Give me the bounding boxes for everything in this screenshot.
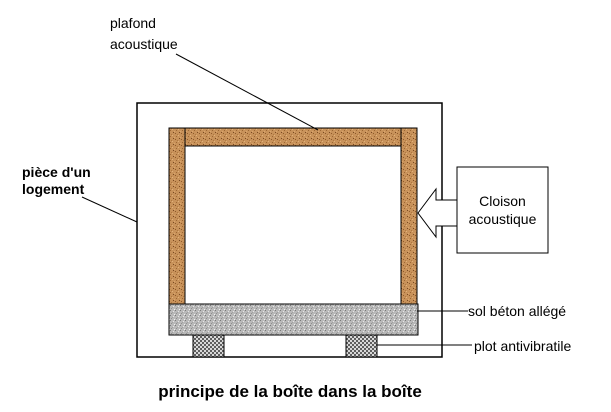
- plafond-label-line2: acoustique: [110, 36, 178, 52]
- plafond-leader-line: [175, 53, 319, 131]
- plot-label: plot antivibratile: [474, 338, 572, 354]
- piece-label-line2: logement: [22, 181, 85, 197]
- plafond-label-line1: plafond: [110, 15, 156, 31]
- piece-label-line1: pièce d'un: [22, 164, 91, 180]
- ceiling-panel: [168, 127, 418, 147]
- left-wall-panel: [168, 127, 186, 306]
- pad-left: [192, 334, 225, 358]
- cloison-label-line2: acoustique: [468, 211, 537, 227]
- piece-leader-line: [81, 196, 138, 223]
- inner-box-interior: [184, 145, 402, 306]
- pad-right: [345, 334, 378, 358]
- floor-slab: [168, 303, 419, 336]
- cloison-label-line1: Cloison: [479, 193, 526, 209]
- right-wall-panel: [400, 127, 418, 306]
- diagram-caption: principe de la boîte dans la boîte: [158, 382, 422, 401]
- sol-label: sol béton allégé: [468, 303, 567, 319]
- cloison-callout-box: [456, 166, 549, 254]
